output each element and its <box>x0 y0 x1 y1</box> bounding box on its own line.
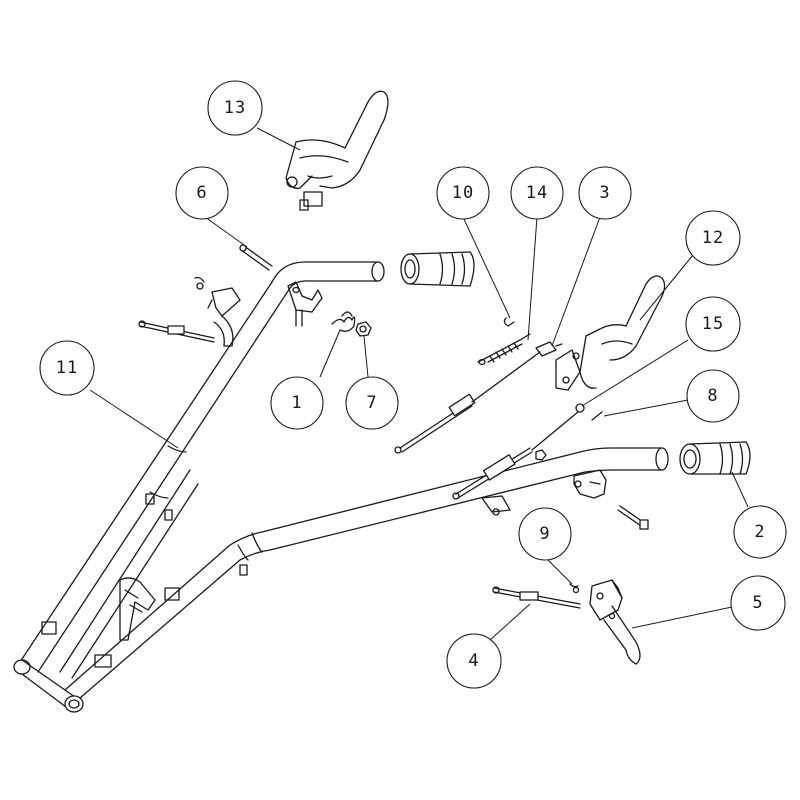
part-10-clip <box>503 317 515 327</box>
leader-2 <box>731 471 749 508</box>
upper-grip <box>400 251 475 287</box>
part-9-clip <box>569 583 580 594</box>
part-2-grip <box>679 441 751 475</box>
callout-label-1: 1 <box>291 393 302 413</box>
part-7-nut <box>355 321 372 337</box>
callout-9: 9 <box>518 507 572 561</box>
callout-label-12: 12 <box>702 228 724 248</box>
leader-3 <box>551 216 601 347</box>
part-1-spring <box>331 311 356 332</box>
callout-label-11: 11 <box>56 358 78 378</box>
left-control-lever <box>138 276 241 347</box>
callout-label-9: 9 <box>539 524 550 544</box>
handlebar-frame <box>13 261 669 713</box>
callout-label-4: 4 <box>468 651 479 671</box>
leader-5 <box>631 606 733 629</box>
leader-10 <box>462 216 511 319</box>
leader-15 <box>581 339 689 407</box>
callout-label-10: 10 <box>452 183 474 203</box>
callout-label-7: 7 <box>366 393 377 413</box>
part-14-spring <box>477 333 531 366</box>
leader-1 <box>319 329 341 378</box>
tube-bracket <box>481 495 511 516</box>
callout-label-6: 6 <box>196 183 207 203</box>
leader-11 <box>89 389 179 449</box>
callout-11: 11 <box>39 340 95 396</box>
callout-label-8: 8 <box>707 386 718 406</box>
part-6-pin <box>239 244 273 271</box>
callout-label-3: 3 <box>599 183 610 203</box>
callout-1: 1 <box>270 376 324 430</box>
right-block-bracket <box>573 469 607 499</box>
callout-14: 14 <box>510 166 564 220</box>
callout-label-13: 13 <box>224 98 246 118</box>
leader-4 <box>489 603 531 641</box>
callout-15: 15 <box>685 296 741 352</box>
leader-14 <box>527 216 538 341</box>
leader-lines <box>89 127 749 641</box>
callout-7: 7 <box>345 376 399 430</box>
leader-6 <box>204 216 248 248</box>
callout-2: 2 <box>733 505 787 559</box>
leader-12 <box>639 254 694 321</box>
part-8-pin <box>591 411 603 421</box>
part-13-handle-grip <box>285 90 389 211</box>
callout-12: 12 <box>685 210 741 266</box>
callout-label-14: 14 <box>526 183 548 203</box>
callout-13: 13 <box>207 80 263 136</box>
callout-4: 4 <box>446 633 502 689</box>
part-12-handle-grip <box>555 275 666 391</box>
callout-8: 8 <box>686 369 740 423</box>
callout-10: 10 <box>436 166 490 220</box>
part-4-rod <box>492 586 581 609</box>
leader-13 <box>256 127 301 151</box>
part-5-lever <box>589 579 641 665</box>
long-bolt <box>617 505 649 530</box>
callout-label-2: 2 <box>754 522 765 542</box>
tube-nut <box>535 449 547 461</box>
part-3-cable-end <box>535 341 563 357</box>
callout-label-15: 15 <box>702 314 724 334</box>
part-15-cable <box>452 403 585 500</box>
leader-8 <box>603 399 689 417</box>
leader-9 <box>544 556 573 585</box>
upper-cable <box>394 351 541 454</box>
leader-7 <box>363 335 369 378</box>
callout-label-5: 5 <box>752 593 763 613</box>
callout-6: 6 <box>175 166 229 220</box>
callout-3: 3 <box>578 166 632 220</box>
callout-5: 5 <box>730 575 786 631</box>
